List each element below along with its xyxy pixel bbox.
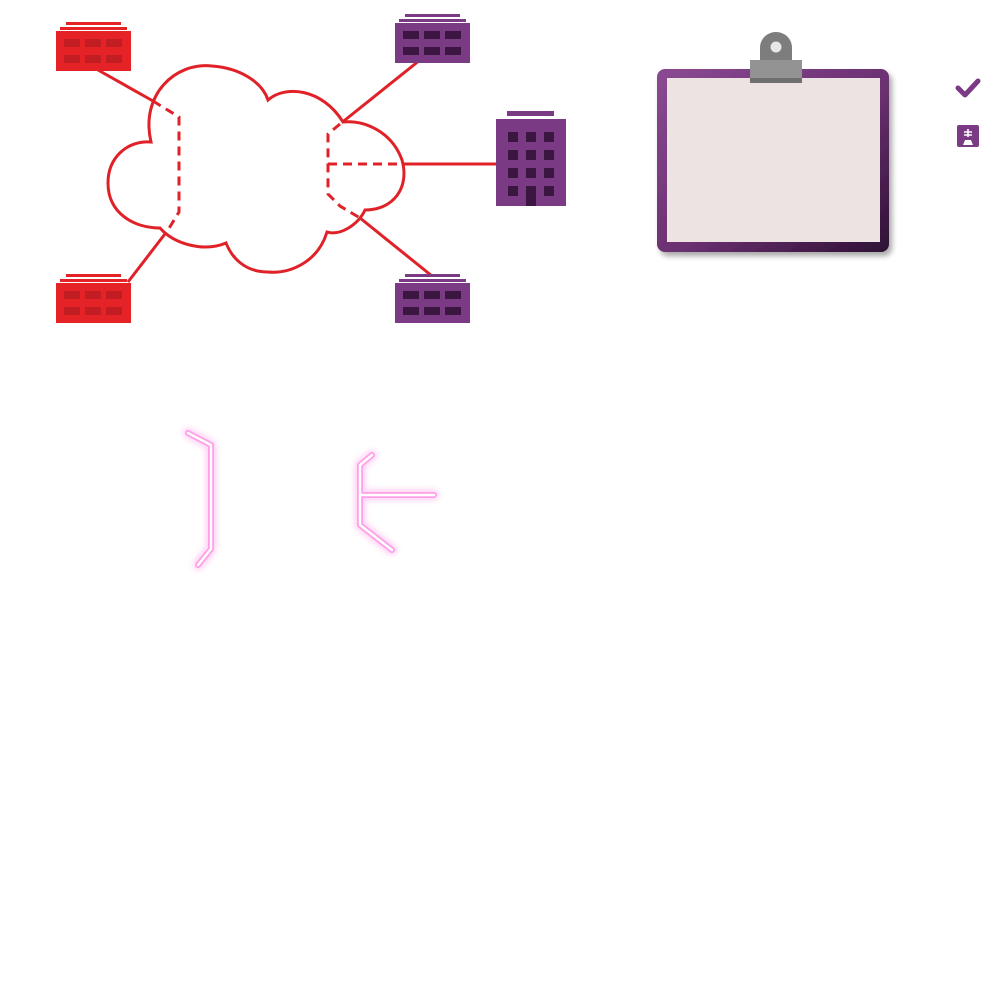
link-lines: [97, 58, 497, 283]
branch-building-icon: [56, 22, 131, 71]
link-branch-bottom-left: [126, 229, 170, 283]
cloud-inner-routes: [152, 99, 404, 231]
link-office-top: [339, 58, 421, 126]
tool-badge-icon[interactable]: [957, 125, 979, 147]
link-branch-top-left: [97, 68, 154, 103]
cloud-icon: [106, 64, 406, 274]
clipboard-clip: [750, 32, 802, 83]
link-office-bottom: [359, 216, 433, 278]
clipboard-icon: [657, 69, 889, 252]
tower-building-icon: [496, 111, 566, 206]
office-building-icon: [395, 14, 470, 63]
neon-bracket-icon: [185, 430, 214, 568]
network-diagram: [56, 14, 566, 323]
branch-building-icon: [56, 274, 131, 323]
office-building-icon: [395, 274, 470, 323]
checkmark-icon[interactable]: [955, 78, 981, 98]
neon-branch-icon: [357, 452, 437, 553]
